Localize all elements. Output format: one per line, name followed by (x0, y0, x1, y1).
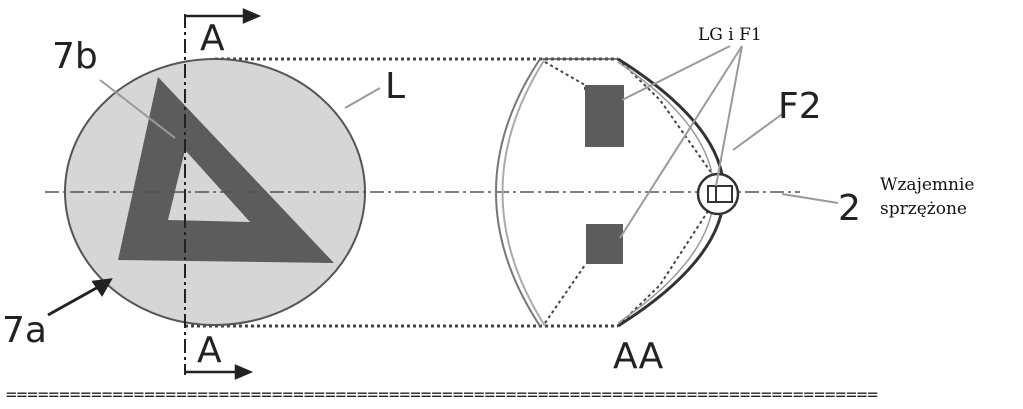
triangle-shape (118, 77, 334, 263)
section-arrow-bottom (185, 364, 254, 380)
label-2: 2 (838, 188, 861, 229)
section-arrow-top (185, 8, 262, 24)
label-AA: AA (613, 336, 664, 377)
leader-F2 (732, 111, 786, 151)
leader-lg-f1-c (715, 45, 743, 187)
leader-lg-f1-a (621, 45, 731, 101)
label-A-top: A (200, 18, 225, 59)
construction-line-bottom (544, 264, 586, 324)
rectangle-lower (586, 224, 623, 264)
separator-line: ========================================… (6, 385, 878, 404)
bulb-element (707, 185, 733, 203)
ray-bottom (617, 204, 713, 327)
leader-lg-f1-b (619, 45, 743, 239)
leader-2 (781, 193, 839, 204)
construction-line-top (544, 61, 586, 92)
lens-arc-outer (495, 58, 541, 327)
leader-7b (99, 79, 176, 139)
label-7b: 7b (52, 36, 98, 77)
label-wzajemnie: Wzajemnie (880, 175, 974, 195)
label-A-bottom: A (197, 330, 222, 371)
label-F2: F2 (778, 86, 822, 127)
label-L: L (385, 66, 405, 107)
leader-L (344, 87, 381, 109)
label-sprzezone: sprzężone (880, 199, 967, 219)
arrow-7a (47, 278, 113, 317)
label-7a: 7a (2, 310, 47, 351)
rectangle-upper (585, 85, 624, 147)
label-lg-i-f1: LG i F1 (698, 25, 762, 45)
lens-arc-inner (501, 58, 546, 327)
